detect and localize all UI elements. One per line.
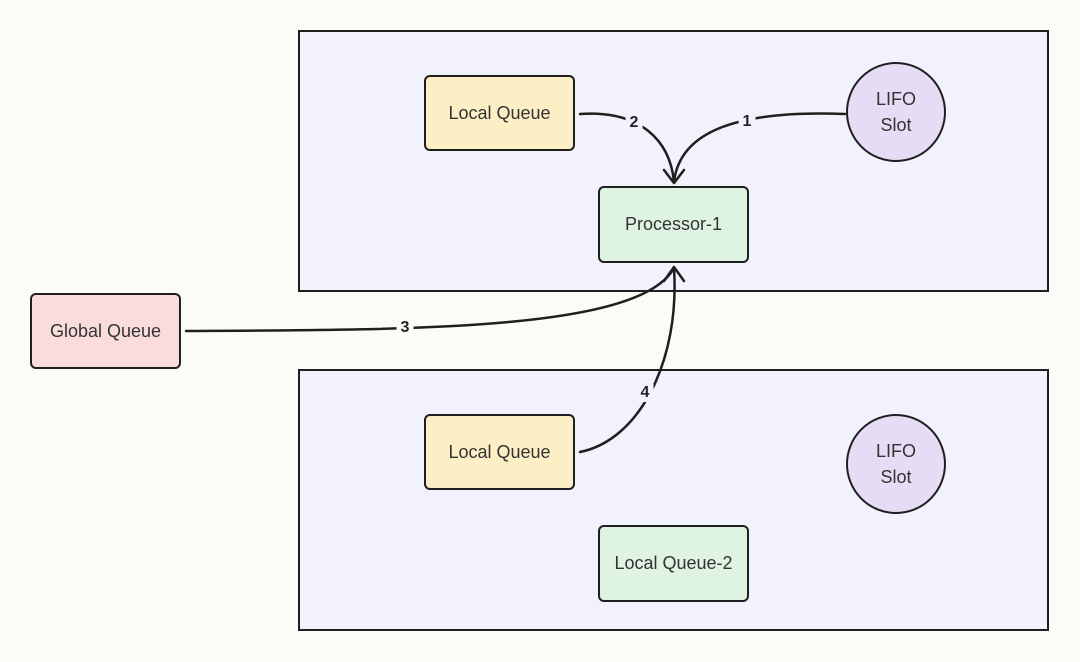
processor-node: Processor-1 (598, 186, 749, 263)
bottom-lifo-slot-node: LIFO Slot (846, 414, 946, 514)
bottom-local-queue-node: Local Queue (424, 414, 575, 490)
edge-3-label: 3 (396, 319, 414, 337)
edge-2-label: 2 (625, 114, 643, 132)
arrowhead-processor-top (662, 168, 686, 185)
top-lifo-line2: Slot (880, 115, 912, 135)
bottom-local-queue-label: Local Queue (448, 441, 551, 462)
edge-1-line (672, 112, 847, 184)
global-queue-node: Global Queue (30, 293, 181, 369)
local-queue-2-node: Local Queue-2 (598, 525, 749, 602)
top-local-queue-label: Local Queue (448, 102, 551, 123)
arrowhead-processor-bottom (662, 265, 686, 283)
edge-1-label: 1 (738, 113, 756, 131)
edge-3-line (184, 266, 676, 333)
global-queue-label: Global Queue (49, 320, 162, 341)
processor-label: Processor-1 (624, 214, 723, 234)
edge-2-line (578, 112, 676, 184)
edge-4-line (578, 266, 676, 454)
top-local-queue-node: Local Queue (424, 75, 575, 151)
top-lifo-slot-node: LIFO Slot (846, 62, 946, 162)
local-queue-2-label: Local Queue-2 (614, 553, 733, 573)
edge-4-label: 4 (636, 384, 654, 402)
top-lifo-line1: LIFO (875, 89, 916, 109)
bottom-lifo-line2: Slot (880, 467, 912, 487)
bottom-lifo-line1: LIFO (875, 441, 916, 461)
